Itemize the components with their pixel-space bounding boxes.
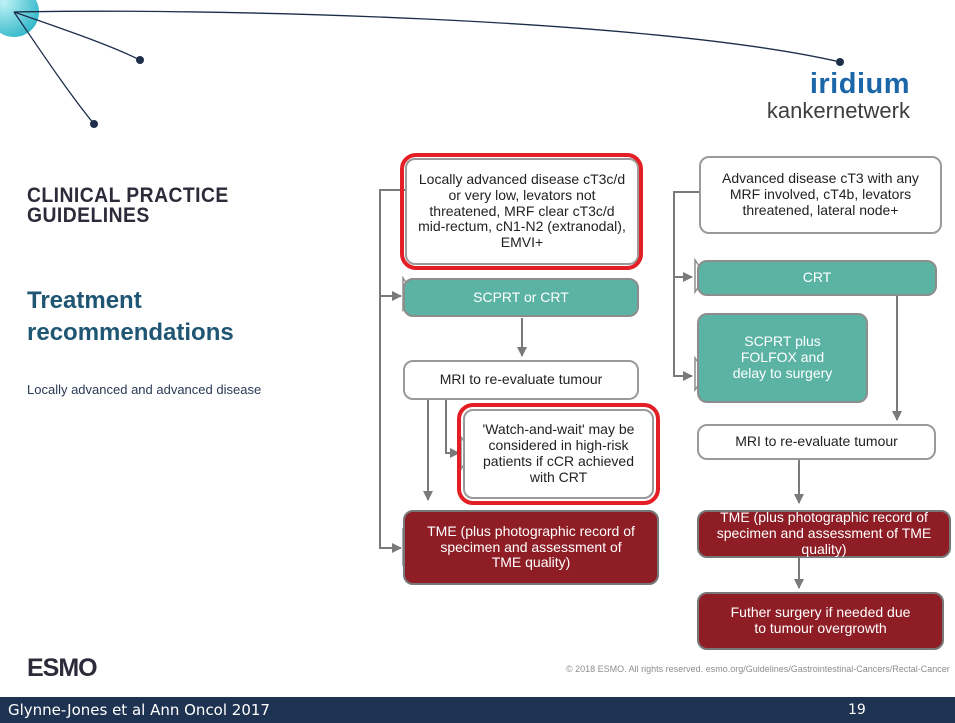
copyright-notice: © 2018 ESMO. All rights reserved. esmo.o… xyxy=(566,664,950,674)
globe-icon xyxy=(0,0,39,37)
highlight-frame xyxy=(400,153,643,270)
right-tme-box: TME (plus photographic record of specime… xyxy=(697,509,951,558)
right-scprt-box: SCPRT plus FOLFOX and delay to surgery xyxy=(697,313,868,403)
orbit-line xyxy=(13,11,95,125)
footer-bar: Glynne-Jones et al Ann Oncol 2017 19 xyxy=(0,697,955,723)
left-entry-box: Locally advanced disease cT3c/d or very … xyxy=(405,158,639,265)
left-therapy-box: SCPRT or CRT xyxy=(403,278,639,317)
watch-and-wait-box: 'Watch-and-wait' may be considered in hi… xyxy=(463,409,654,499)
citation: Glynne-Jones et al Ann Oncol 2017 xyxy=(8,701,270,719)
right-crt-box: CRT xyxy=(697,260,937,296)
page-number: 19 xyxy=(848,702,866,718)
iridium-logo: iridium kankernetwerk xyxy=(760,70,910,122)
orbit-dot xyxy=(836,58,844,66)
decorative-orbit-graphic xyxy=(0,0,844,128)
logo-line1: iridium xyxy=(809,68,910,100)
orbit-line xyxy=(13,11,141,61)
orbit-line xyxy=(13,10,841,63)
left-tme-box: TME (plus photographic record of specime… xyxy=(403,510,659,585)
orbit-dot xyxy=(90,120,98,128)
right-further-surgery-box: Futher surgery if needed due to tumour o… xyxy=(697,592,944,650)
left-mri-box: MRI to re-evaluate tumour xyxy=(403,360,639,400)
section-title: Treatment recommendations xyxy=(27,287,234,347)
orbit-dot xyxy=(136,56,144,64)
logo-line2: kankernetwerk xyxy=(766,98,910,123)
esmo-logo: ESMO xyxy=(27,654,98,682)
right-mri-box: MRI to re-evaluate tumour xyxy=(697,424,936,460)
section-subtitle: Locally advanced and advanced disease xyxy=(27,382,262,397)
right-entry-box: Advanced disease cT3 with any MRF involv… xyxy=(699,156,942,234)
highlight-frame xyxy=(457,403,660,505)
guidelines-title: CLINICAL PRACTICE GUIDELINES xyxy=(27,184,229,227)
